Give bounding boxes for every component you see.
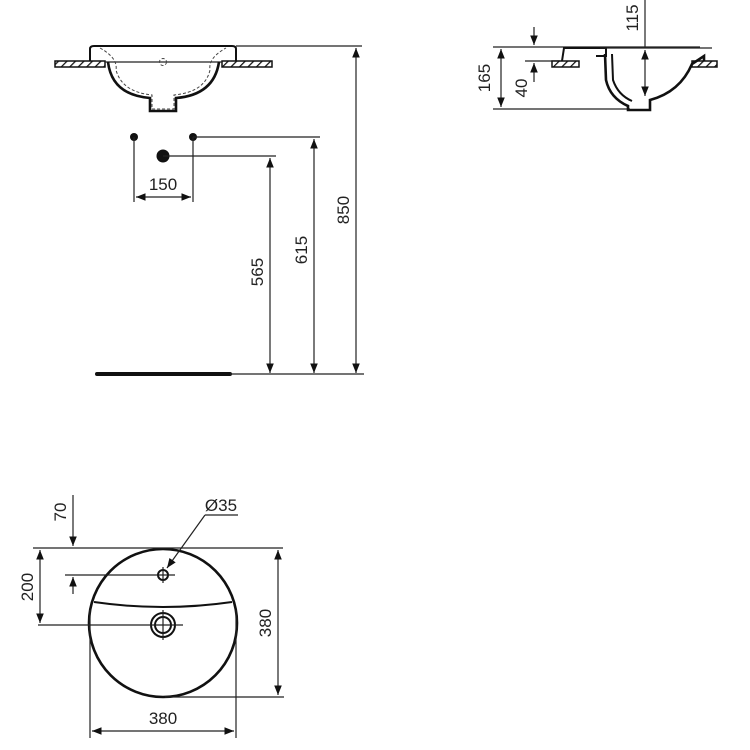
side-bowl-profile <box>603 53 706 112</box>
side-countertop-left <box>551 60 580 68</box>
basin-inner-edge <box>93 601 233 608</box>
side-rim-back <box>561 47 607 62</box>
dim-rim-thickness: 40 <box>512 79 531 98</box>
basin-bowl <box>106 61 221 113</box>
front-view: 150 565 615 850 <box>54 45 364 376</box>
countertop-right <box>221 60 273 68</box>
dim-width: 380 <box>149 709 177 728</box>
dim-waste-offset: 200 <box>18 573 37 601</box>
dim-bowl-depth: 115 <box>623 4 642 31</box>
dim-depth: 380 <box>256 609 275 637</box>
dim-tap-hole-offset: 70 <box>51 503 70 522</box>
plan-view: Ø35 70 200 380 380 <box>18 495 284 738</box>
dim-tap-hole-diameter: Ø35 <box>205 496 237 515</box>
dim-waste-height: 565 <box>248 258 267 286</box>
basin-rim <box>89 45 237 61</box>
countertop-left <box>54 60 106 68</box>
basin-outline <box>87 547 239 699</box>
dim-overall-depth: 165 <box>475 64 494 92</box>
dim-rim-height: 850 <box>334 196 353 224</box>
side-view: 165 40 115 <box>475 0 718 112</box>
dim-supply-height: 615 <box>292 236 311 264</box>
basin-inner-hidden <box>99 47 227 110</box>
dim-tap-spacing: 150 <box>149 175 177 194</box>
side-overflow-channel <box>611 53 633 102</box>
overflow-hole <box>159 58 167 66</box>
